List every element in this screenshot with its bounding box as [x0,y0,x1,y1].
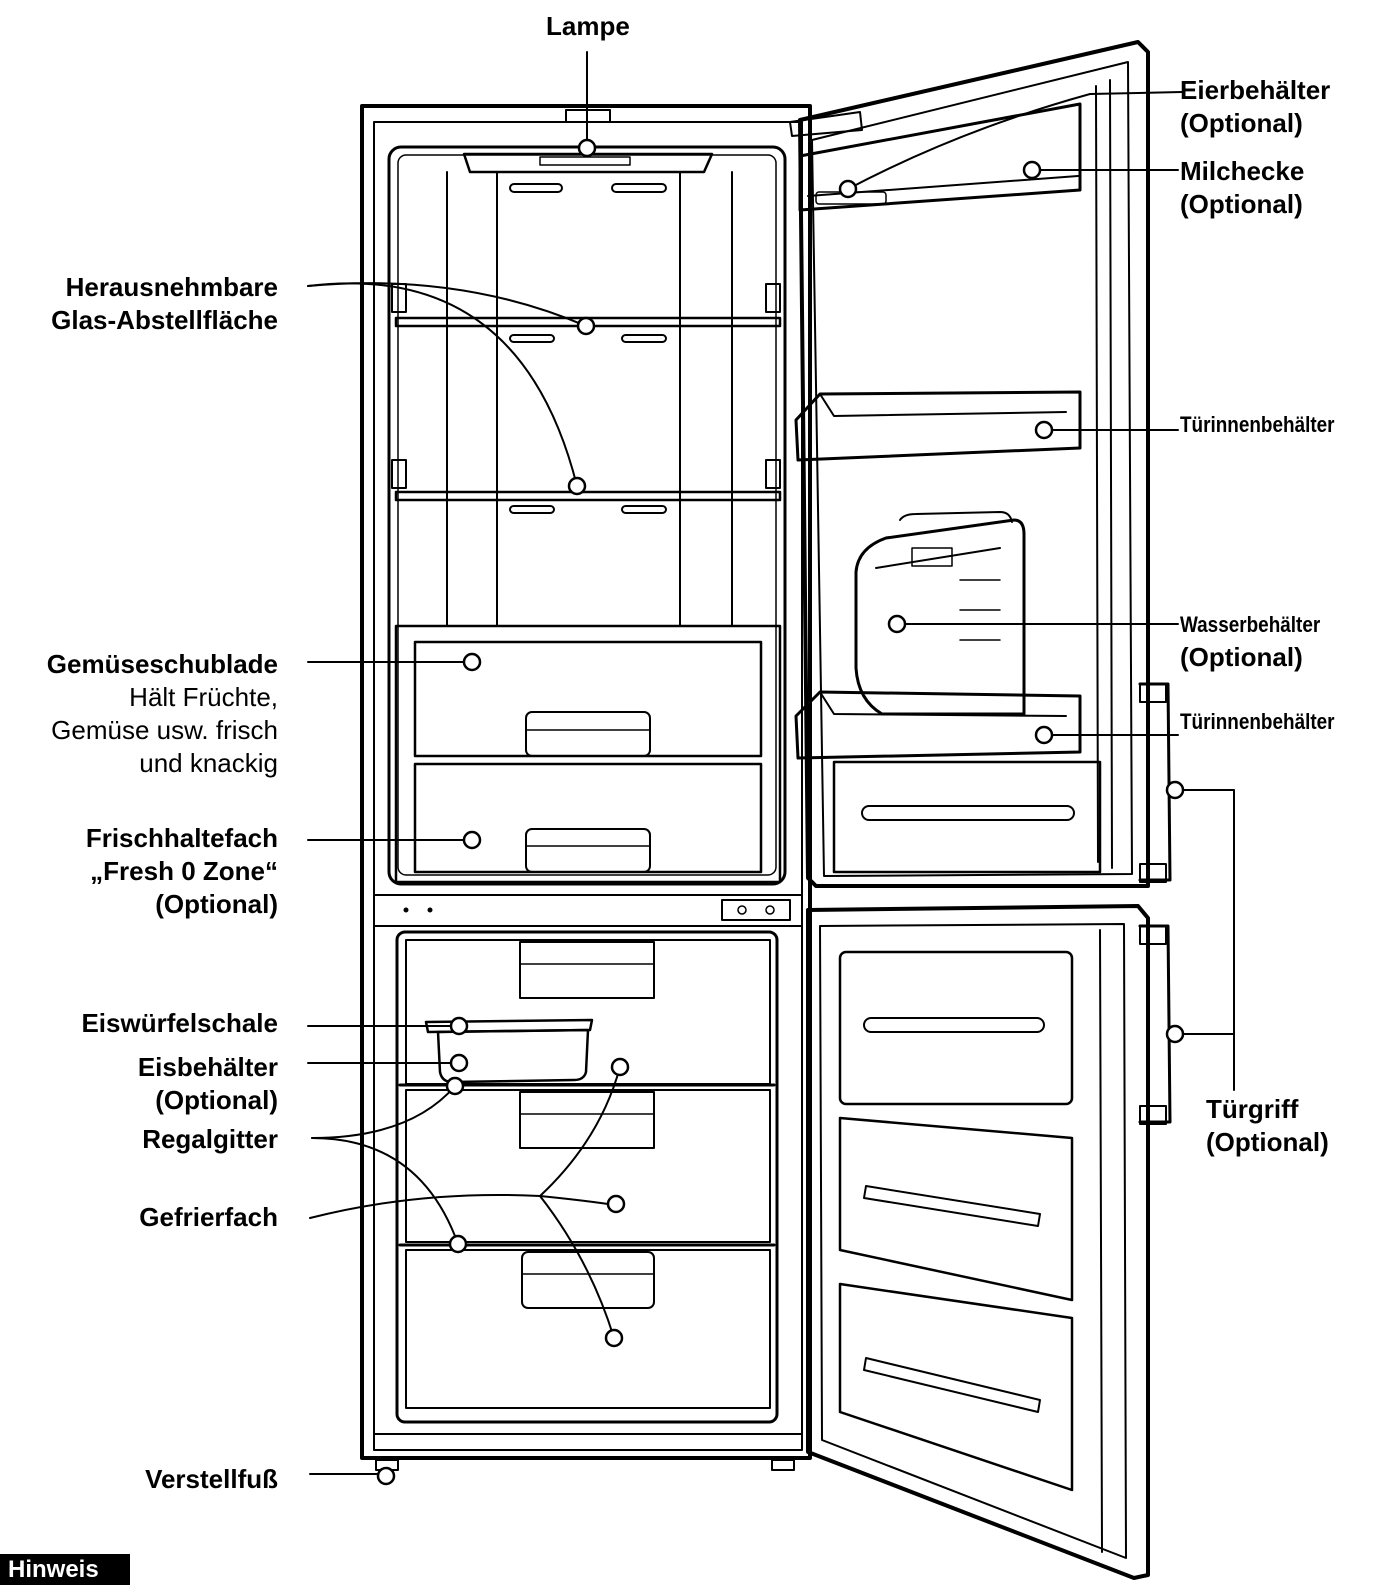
label-removable-glass-shelf-line1: Herausnehmbare [65,272,278,302]
label-water-tank: Wasserbehälter (Optional) [1180,608,1343,674]
label-egg-tray: Eierbehälter (Optional) [1180,74,1330,140]
label-water-tank-line2: (Optional) [1180,642,1303,672]
label-egg-tray-line2: (Optional) [1180,108,1303,138]
label-door-handle-line1: Türgriff [1206,1094,1299,1124]
label-removable-glass-shelf-line2: Glas-Abstellfläche [51,305,278,335]
label-adjustable-foot: Verstellfuß [145,1464,278,1494]
note-heading: Hinweis [0,1554,130,1585]
label-door-handle: Türgriff (Optional) [1206,1093,1329,1159]
callout-markers [376,138,1185,1486]
label-dairy-corner-line1: Milchecke [1180,156,1305,186]
label-dairy-corner-line2: (Optional) [1180,189,1303,219]
label-vegetable-drawer-desc1: Hält Früchte, [129,682,278,712]
label-ice-bin-line1: Eisbehälter [137,1052,278,1082]
label-freezer-compartment: Gefrierfach [139,1202,278,1232]
label-vegetable-drawer-title: Gemüseschublade [46,649,278,679]
label-door-bin-lower: Türinnenbehälter [1180,709,1335,734]
label-fresh-zone: Frischhaltefach „Fresh 0 Zone“ (Optional… [86,822,278,921]
upper-door [789,40,1172,888]
lower-door [806,904,1172,1580]
label-fresh-zone-line3: (Optional) [155,889,278,919]
label-water-tank-line1: Wasserbehälter [1180,612,1321,637]
label-egg-tray-line1: Eierbehälter [1180,75,1331,105]
fridge-cabinet [360,104,812,1471]
label-vegetable-drawer-desc3: und knackig [139,748,278,778]
label-ice-bin-line2: (Optional) [155,1085,278,1115]
label-dairy-corner: Milchecke (Optional) [1180,155,1304,221]
leader-lines [307,51,1235,1475]
label-removable-glass-shelf: Herausnehmbare Glas-Abstellfläche [51,271,278,337]
label-door-bin-upper: Türinnenbehälter [1180,412,1335,437]
label-vegetable-drawer: Gemüseschublade Hält Früchte, Gemüse usw… [47,648,278,780]
label-shelf-grid: Regalgitter [142,1124,278,1154]
label-ice-cube-tray: Eiswürfelschale [81,1008,278,1038]
label-fresh-zone-line2: „Fresh 0 Zone“ [90,856,278,886]
label-door-handle-line2: (Optional) [1206,1127,1329,1157]
label-vegetable-drawer-desc2: Gemüse usw. frisch [51,715,278,745]
label-ice-bin: Eisbehälter (Optional) [138,1051,278,1117]
label-fresh-zone-line1: Frischhaltefach [85,823,278,853]
label-lamp: Lampe [546,11,630,41]
